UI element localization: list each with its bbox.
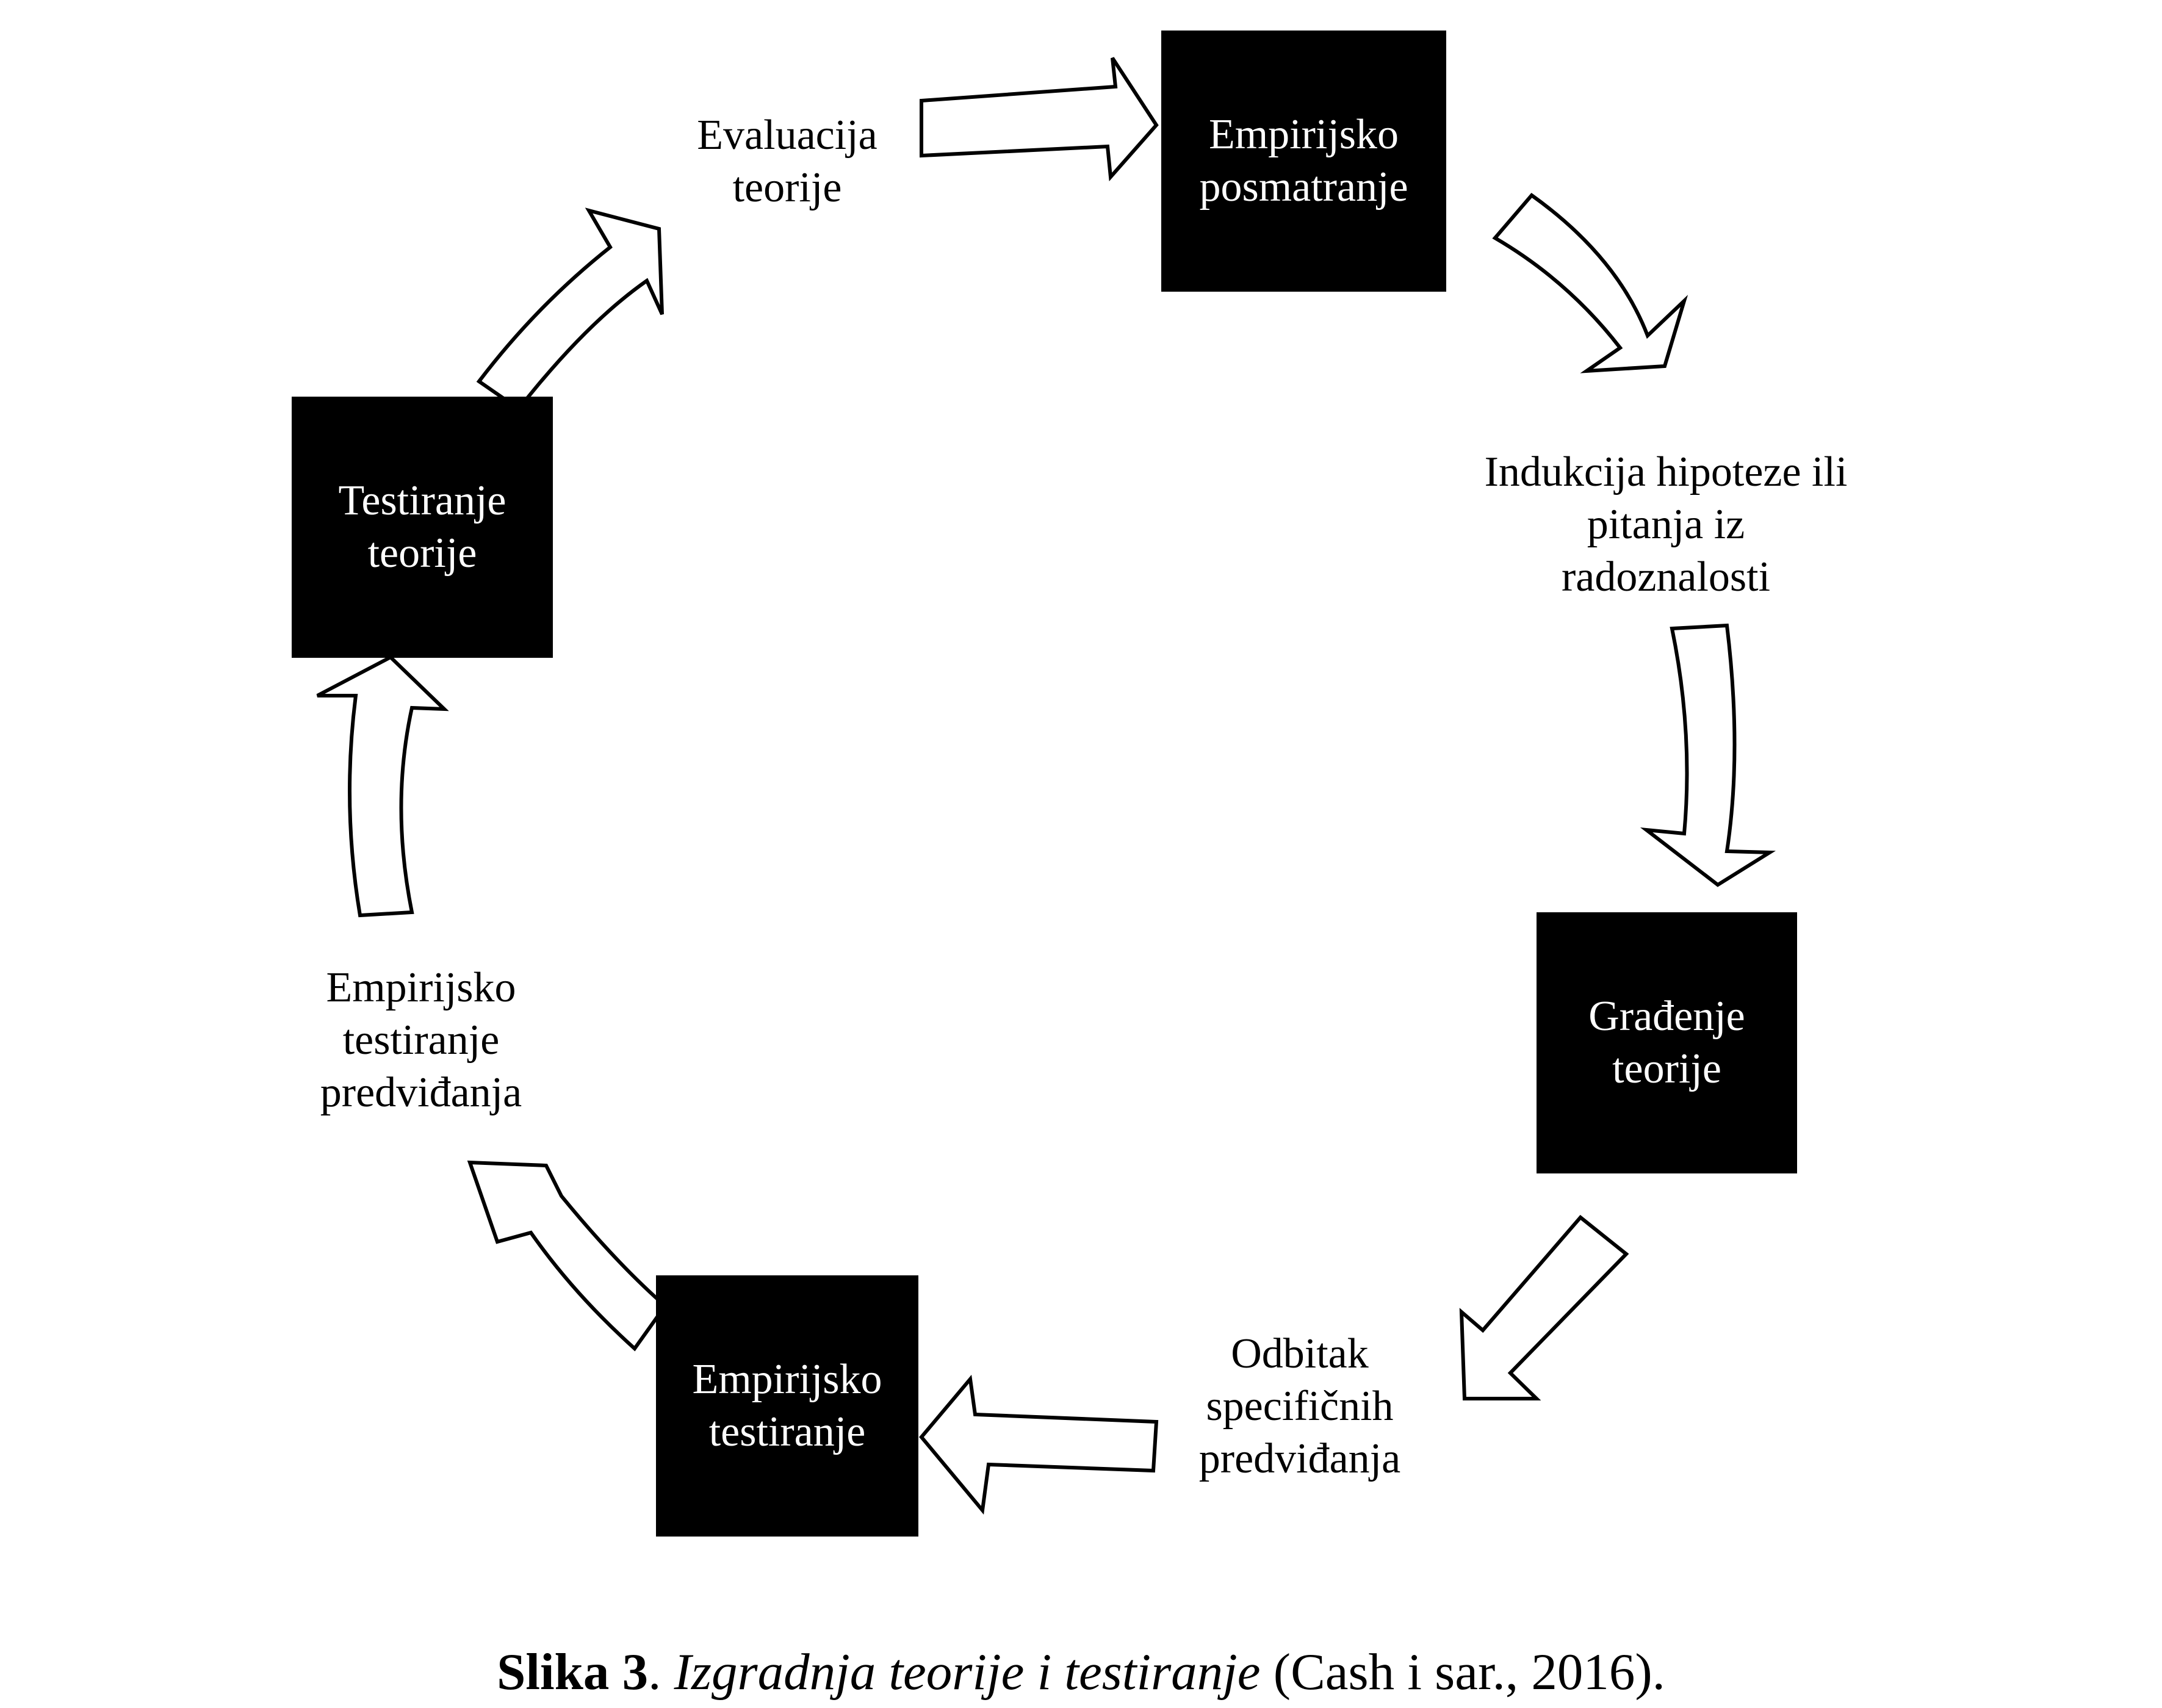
label-prediction-testing-line-1: Empirijsko xyxy=(326,964,516,1011)
arrow-deduction-to-empirical-testing xyxy=(919,1374,1159,1515)
arrow-induction-to-building xyxy=(1640,623,1776,887)
label-theory-evaluation: Evaluacija teorije xyxy=(635,107,940,217)
arrow-observation-to-induction xyxy=(1492,192,1688,373)
arrow-evaluation-to-observation xyxy=(920,57,1159,182)
box-empirical-testing: Empirijsko testiranje xyxy=(656,1275,918,1537)
label-prediction-deduction-line-3: predviđanja xyxy=(1198,1435,1401,1482)
box-theory-building-line-2: teorije xyxy=(1612,1045,1721,1092)
label-theory-evaluation-line-1: Evaluacija xyxy=(697,112,877,159)
label-prediction-testing-line-3: predviđanja xyxy=(320,1069,522,1116)
figure-caption-source: (Cash i sar., 2016). xyxy=(1260,1643,1665,1701)
arrow-building-to-deduction xyxy=(1459,1214,1629,1400)
box-empirical-observation-line-2: posmatranje xyxy=(1199,164,1408,211)
box-theory-building-line-1: Građenje xyxy=(1588,993,1745,1040)
label-prediction-testing-line-2: testiranje xyxy=(342,1017,500,1064)
label-theory-evaluation-line-2: teorije xyxy=(732,164,842,211)
label-prediction-testing: Empirijsko testiranje predviđanja xyxy=(268,958,574,1123)
label-prediction-deduction-line-1: Odbitak xyxy=(1231,1330,1369,1377)
box-theory-testing: Testiranje teorije xyxy=(292,397,553,658)
box-theory-testing-line-1: Testiranje xyxy=(338,477,506,524)
figure-caption: Slika 3. Izgradnja teorije i testiranje … xyxy=(0,1641,2162,1703)
label-hypothesis-induction-line-3: radoznalosti xyxy=(1561,553,1771,600)
figure-caption-title: Izgradnja teorije i testiranje xyxy=(674,1643,1261,1701)
arrow-prediction-testing-to-theory-testing xyxy=(316,655,449,918)
label-prediction-deduction: Odbitak specifičnih predviđanja xyxy=(1147,1324,1452,1489)
arrow-empirical-testing-to-prediction-testing xyxy=(467,1160,668,1352)
box-theory-building: Građenje teorije xyxy=(1537,912,1797,1173)
label-hypothesis-induction-line-2: pitanja iz xyxy=(1587,501,1745,548)
arrow-theory-testing-to-evaluation xyxy=(476,207,664,412)
figure-caption-separator: . xyxy=(648,1643,674,1701)
figure-caption-label: Slika 3 xyxy=(497,1643,649,1701)
label-hypothesis-induction: Indukcija hipoteze ili pitanja iz radozn… xyxy=(1391,442,1940,607)
label-hypothesis-induction-line-1: Indukcija hipoteze ili xyxy=(1484,449,1848,495)
box-empirical-testing-line-1: Empirijsko xyxy=(692,1356,882,1403)
box-empirical-observation-line-1: Empirijsko xyxy=(1208,111,1399,158)
box-empirical-observation: Empirijsko posmatranje xyxy=(1161,31,1446,292)
box-empirical-testing-line-2: testiranje xyxy=(708,1408,866,1455)
box-theory-testing-line-2: teorije xyxy=(367,530,477,577)
label-prediction-deduction-line-2: specifičnih xyxy=(1206,1383,1394,1430)
